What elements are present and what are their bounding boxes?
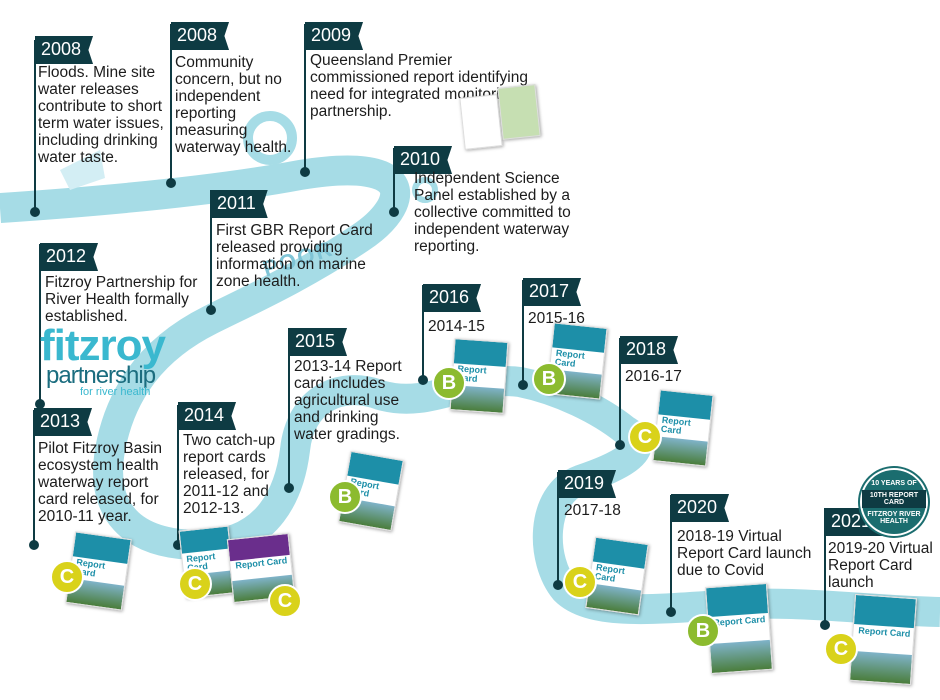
year-flag-2008a: 2008 (35, 36, 94, 64)
grade-c: C (563, 565, 597, 599)
event-2009: Queensland Premier commissioned report i… (310, 52, 528, 120)
event-2008a: Floods. Mine site water releases contrib… (38, 64, 164, 166)
tap-icon (60, 150, 105, 190)
event-2011: First GBR Report Card released providing… (216, 222, 373, 290)
year-flag-2016: 2016 (423, 284, 482, 312)
year-flag-2010: 2010 (394, 146, 453, 174)
year-flag-2020: 2020 (671, 494, 730, 522)
grade-c: C (268, 584, 302, 618)
year-flag-2018: 2018 (620, 336, 679, 364)
logo-line2: partnership (46, 362, 156, 389)
year-flag-2019: 2019 (558, 470, 617, 498)
event-2017: 2015-16 (528, 310, 585, 327)
question-icon (243, 111, 297, 165)
logo-line3: for river health (80, 386, 151, 398)
grade-b: B (432, 366, 466, 400)
event-2010: Independent Science Panel established by… (414, 170, 571, 255)
report-card-thumbnail: Report Card (849, 593, 917, 686)
grade-c: C (178, 567, 212, 601)
year-flag-2014: 2014 (178, 402, 237, 430)
badge-bottom: FITZROY RIVER HEALTH (867, 511, 921, 525)
year-flag-2012: 2012 (40, 243, 99, 271)
grade-c: C (824, 632, 858, 666)
event-2019: 2017-18 (564, 502, 621, 519)
year-flag-2011: 2011 (211, 190, 268, 218)
event-2018: 2016-17 (625, 368, 682, 385)
report-document-thumbnail (497, 84, 541, 140)
badge-top: 10 YEARS OF (871, 480, 917, 487)
grade-b: B (328, 480, 362, 514)
grade-c: C (50, 560, 84, 594)
event-2016: 2014-15 (428, 318, 485, 335)
logo-line1: fitzroy (40, 321, 166, 370)
year-flag-2015: 2015 (289, 328, 348, 356)
event-2014: Two catch-up report cards released, for … (183, 432, 276, 517)
badge-middle: 10TH REPORT CARD (862, 490, 926, 508)
grade-c: C (628, 420, 662, 454)
grade-b: B (686, 614, 720, 648)
ten-years-badge: 10 YEARS OF 10TH REPORT CARD FITZROY RIV… (862, 470, 926, 534)
event-2008b: Community concern, but no independent re… (175, 54, 292, 156)
report-document-thumbnail (459, 94, 503, 150)
grade-b: B (532, 362, 566, 396)
year-flag-2009: 2009 (305, 22, 364, 50)
event-2021: 2019-20 Virtual Report Card launch (828, 540, 933, 591)
event-2015: 2013-14 Report card includes agricultura… (294, 358, 402, 443)
fitzroy-partnership-logo: fitzroy partnership for river health (40, 321, 166, 399)
report-card-thumbnail: Report Card (652, 389, 714, 467)
event-2013: Pilot Fitzroy Basin ecosystem health wat… (38, 440, 163, 525)
event-2012: Fitzroy Partnership for River Health for… (45, 274, 198, 325)
year-flag-2008b: 2008 (171, 22, 230, 50)
year-flag-2017: 2017 (523, 278, 582, 306)
year-flag-2013: 2013 (34, 408, 93, 436)
event-2020: 2018-19 Virtual Report Card launch due t… (677, 528, 812, 579)
